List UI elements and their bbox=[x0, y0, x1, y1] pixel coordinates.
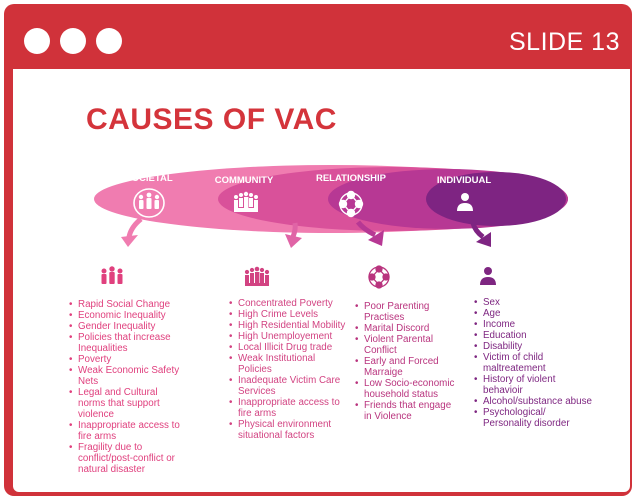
list-item: Concentrated Poverty bbox=[229, 298, 347, 309]
list-item: Friends that engage in Violence bbox=[355, 400, 460, 422]
list-item: Psychological/ Personality disorder bbox=[474, 407, 594, 429]
list-item: High Unemployement bbox=[229, 331, 347, 342]
group-icon bbox=[244, 266, 270, 286]
arrow-individual bbox=[470, 222, 491, 247]
window-dot-2 bbox=[60, 28, 86, 54]
list-item: Income bbox=[474, 319, 594, 330]
window-dot-1 bbox=[24, 28, 50, 54]
network-icon bbox=[338, 190, 364, 218]
arrow-societal bbox=[121, 217, 143, 247]
window-dot-3 bbox=[96, 28, 122, 54]
crowd-icon bbox=[133, 188, 165, 218]
list-item: Sex bbox=[474, 297, 594, 308]
level-label-relationship: RELATIONSHIP bbox=[316, 173, 387, 184]
list-item: Inappropriate access to fire arms bbox=[229, 397, 347, 419]
slide-number: SLIDE 13 bbox=[508, 28, 620, 56]
list-item: Disability bbox=[474, 341, 594, 352]
list-item: Gender Inequality bbox=[69, 321, 181, 332]
level-label-individual: INDIVIDUAL bbox=[437, 175, 492, 186]
group-icon bbox=[234, 191, 258, 212]
list-item: Fragility due to conflict/post-conflict … bbox=[69, 442, 181, 475]
person-icon bbox=[457, 193, 473, 211]
list-item: Policies that increase Inequalities bbox=[69, 332, 181, 354]
arrow-relationship bbox=[355, 220, 384, 246]
level-label-societal: SOCIETAL bbox=[125, 173, 173, 184]
community-factors-list: Concentrated Poverty High Crime Levels H… bbox=[229, 298, 347, 441]
list-item: Early and Forced Marraige bbox=[355, 356, 460, 378]
list-item: Poor Parenting Practises bbox=[355, 301, 460, 323]
list-item: History of violent behavioir bbox=[474, 374, 594, 396]
list-item: Age bbox=[474, 308, 594, 319]
level-label-community: COMMUNITY bbox=[215, 175, 274, 186]
list-item: Local Illicit Drug trade bbox=[229, 342, 347, 353]
list-item: Poverty bbox=[69, 354, 181, 365]
list-item: Inappropriate access to fire arms bbox=[69, 420, 181, 442]
relationship-factors-list: Poor Parenting Practises Marital Discord… bbox=[355, 301, 460, 422]
list-item: Low Socio-economic household status bbox=[355, 378, 460, 400]
list-item: Inadequate Victim Care Services bbox=[229, 375, 347, 397]
list-item: Education bbox=[474, 330, 594, 341]
list-item: Weak Economic Safety Nets bbox=[69, 365, 181, 387]
slide-content: CAUSES OF VAC SOCIETAL COMMUNITY RELATIO… bbox=[13, 69, 630, 492]
list-item: Legal and Cultural norms that support vi… bbox=[69, 387, 181, 420]
individual-factors-list: Sex Age Income Education Disability Vict… bbox=[474, 297, 594, 429]
list-item: Violent Parental Conflict bbox=[355, 334, 460, 356]
person-icon bbox=[480, 267, 496, 285]
list-item: High Residential Mobility bbox=[229, 320, 347, 331]
list-item: High Crime Levels bbox=[229, 309, 347, 320]
ecological-model-diagram: SOCIETAL COMMUNITY RELATIONSHIP INDIVIDU… bbox=[94, 165, 568, 289]
list-item: Marital Discord bbox=[355, 323, 460, 334]
individual-ellipse bbox=[426, 172, 566, 226]
network-icon bbox=[368, 265, 390, 289]
list-item: Weak Institutional Policies bbox=[229, 353, 347, 375]
list-item: Physical environment situational factors bbox=[229, 419, 347, 441]
list-item: Rapid Social Change bbox=[69, 299, 181, 310]
list-item: Victim of child maltreatement bbox=[474, 352, 594, 374]
arrow-community bbox=[285, 222, 302, 248]
list-item: Alcohol/substance abuse bbox=[474, 396, 594, 407]
list-item: Economic Inequality bbox=[69, 310, 181, 321]
page-title: CAUSES OF VAC bbox=[86, 103, 337, 136]
societal-factors-list: Rapid Social Change Economic Inequality … bbox=[69, 299, 181, 475]
crowd-icon bbox=[101, 266, 123, 284]
